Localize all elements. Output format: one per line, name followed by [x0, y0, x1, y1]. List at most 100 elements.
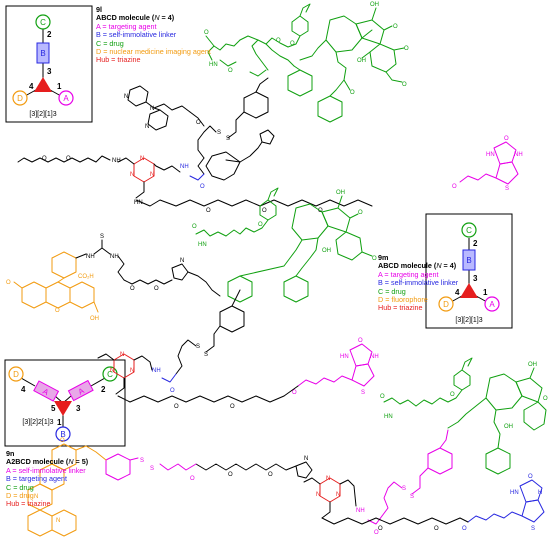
atom-nh: NH	[86, 254, 95, 260]
atom-nh: NH	[370, 354, 379, 360]
atom-o: O	[372, 256, 377, 262]
atom-s: S	[196, 344, 200, 350]
legend-line: D = drug	[6, 491, 34, 501]
legend-line: A = targeting agent	[96, 21, 157, 31]
atom-o: O	[206, 208, 211, 214]
compound-id: 9n	[6, 449, 15, 458]
atom-oh: OH	[336, 190, 345, 196]
scheme-box-9l: C B D A 2 3 4 1 [3][2][1]3	[5, 5, 93, 123]
structure-9m: OH O O OH O O HN S S O NH N N N	[6, 187, 379, 410]
arm-number-2: 2	[101, 385, 106, 394]
node-b-box	[36, 42, 50, 64]
compound-title-text: ABCD molecule	[96, 13, 150, 23]
atom-n: N	[56, 518, 60, 524]
atom-o: O	[130, 286, 135, 292]
atom-s: S	[204, 352, 208, 358]
atom-o: O	[258, 222, 263, 228]
atom-o: O	[228, 472, 233, 478]
atom-nh: NH	[112, 158, 121, 164]
scheme-caption: [3][2][1]3	[455, 317, 482, 324]
atom-n: N	[34, 494, 38, 500]
atom-s: S	[531, 526, 535, 532]
atom-oh: OH	[90, 316, 99, 322]
triazine-hub-triangle	[34, 77, 52, 92]
atom-oh: OH	[504, 424, 513, 430]
atom-o: O	[452, 184, 457, 190]
atom-s: S	[410, 494, 414, 500]
compound-title-text: ABCD molecule	[378, 261, 432, 271]
atom-o: O	[55, 308, 60, 314]
arm-number-1: 1	[57, 82, 62, 91]
node-a-label: A	[489, 300, 495, 309]
atom-o: O	[292, 390, 297, 396]
drug-molecule-structure: OH O O OH O O HN	[192, 187, 377, 303]
atom-hn: HN	[134, 200, 143, 206]
atom-n: N	[180, 258, 184, 264]
atom-o: O	[196, 120, 201, 126]
atom-n: N	[304, 456, 308, 462]
triazole-9l	[205, 129, 275, 181]
atom-o: O	[374, 530, 379, 536]
atom-hn: HN	[510, 490, 519, 496]
node-d-label: D	[443, 300, 449, 309]
compound-id: 9m	[378, 253, 389, 262]
legend-9m: 9m ABCD molecule (N = 4) A = targeting a…	[378, 253, 458, 313]
atom-hn: HN	[384, 414, 393, 420]
atom-hn: HN	[486, 152, 495, 158]
atom-o: O	[462, 526, 467, 532]
atom-o: O	[528, 474, 533, 480]
drug-molecule-structure: OH O OH O O HN	[380, 357, 548, 475]
linker-9n-right: S S O NH	[356, 429, 453, 536]
triazine-hub-9m: N N N	[97, 352, 153, 395]
legend-line: Hub = triazine	[6, 499, 51, 509]
n-value: 4	[449, 261, 454, 271]
legend-line: B = self-immolative linker	[96, 30, 177, 40]
atom-o: O	[268, 472, 273, 478]
legend-line: C = drug	[96, 38, 124, 48]
atom-o: O	[404, 46, 409, 52]
legend-line: Hub = triazine	[96, 55, 141, 65]
node-a-label-right: A	[77, 386, 87, 397]
scheme-box-9n: D C A A B 4 2 5 3 1 [3][2]2[1]3	[4, 359, 126, 447]
node-d-label: D	[13, 370, 19, 379]
node-c-label: C	[107, 370, 113, 379]
atom-o: O	[66, 156, 71, 162]
legend-line: D = nuclear medicine imaging agent	[96, 47, 211, 57]
legend-line: D = fluorophore	[378, 295, 428, 305]
n-value: 5	[81, 457, 86, 467]
node-b-label: B	[40, 49, 45, 58]
atom-oh: OH	[370, 2, 379, 8]
atom-o: O	[192, 224, 197, 230]
atom-n: N	[336, 492, 340, 498]
atom-oh: OH	[357, 58, 366, 64]
compound-title: ABCD molecule (N = 4)	[378, 261, 457, 271]
atom-n: N	[130, 172, 134, 178]
linker-9n-left: O S S	[105, 453, 197, 482]
structure-9l: O O OH O O O OH O O O HN S S O NH	[17, 2, 523, 214]
legend-line: C = drug	[378, 286, 406, 296]
arm-number-3: 3	[76, 404, 81, 413]
atom-nh: NH	[180, 164, 189, 170]
atom-o: O	[204, 30, 209, 36]
atom-o: O	[393, 24, 398, 30]
atom-o: O	[350, 90, 355, 96]
atom-n: N	[120, 352, 124, 358]
biotin-structure: O HN NH S O	[452, 136, 523, 192]
atom-o: O	[6, 280, 11, 286]
atom-oh: OH	[528, 362, 537, 368]
node-a-circle	[58, 90, 74, 106]
arm-number-4: 4	[455, 288, 460, 297]
arm-number-5: 5	[51, 404, 56, 413]
atom-s: S	[150, 466, 154, 472]
atom-s: S	[217, 130, 221, 136]
atom-o: O	[262, 208, 267, 214]
atom-n: N	[150, 106, 154, 112]
linker-9l: S S O NH	[155, 77, 269, 190]
compound-title: ABCD molecule (N = 4)	[96, 13, 175, 23]
atom-hn: HN	[198, 242, 207, 248]
atom-n: N	[316, 492, 320, 498]
triazine-hub-triangle	[54, 401, 72, 416]
legend-9n: 9n A2BCD molecule (N = 5) A = self-immol…	[6, 449, 88, 509]
legend-line: Hub = triazine	[378, 303, 423, 313]
atom-o: O	[378, 526, 383, 532]
